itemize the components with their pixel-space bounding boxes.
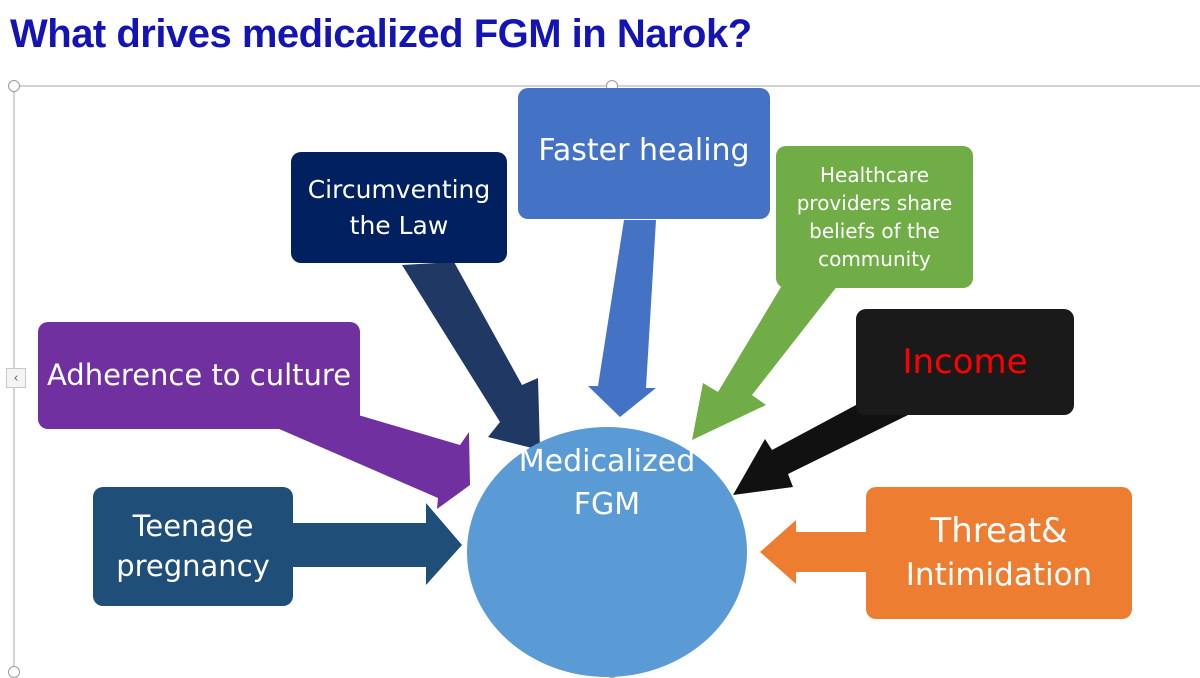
box-healthcare-line3: beliefs of the [809, 219, 940, 243]
center-medicalized-fgm: Medicalized FGM [467, 427, 747, 677]
box-income-label: Income [902, 342, 1028, 382]
resize-handle-bottom-left[interactable] [8, 666, 20, 678]
arrow-teenage [293, 503, 462, 585]
box-healthcare-providers: Healthcare providers share beliefs of th… [776, 146, 973, 288]
arrow-circumventing [402, 262, 540, 450]
center-line1: Medicalized [518, 443, 696, 479]
resize-handle-top-left[interactable] [8, 80, 20, 92]
box-threat-line2: Intimidation [905, 557, 1093, 594]
box-threat-line1: Threat& [930, 511, 1068, 552]
box-circumventing-the-law: Circumventing the Law [291, 152, 507, 263]
arrow-faster-healing [588, 220, 656, 417]
box-circumventing-line2: the Law [349, 210, 449, 240]
box-adherence-label: Adherence to culture [46, 358, 352, 393]
box-healthcare-line1: Healthcare [819, 163, 929, 187]
prev-slide-button[interactable]: ‹ [6, 368, 26, 388]
slide-title: What drives medicalized FGM in Narok? [10, 12, 752, 56]
arrow-income [733, 405, 908, 495]
chevron-left-icon: ‹ [13, 370, 19, 386]
center-line2: FGM [573, 487, 641, 522]
box-faster-healing: Faster healing [518, 88, 770, 219]
box-faster-healing-label: Faster healing [538, 133, 750, 168]
box-healthcare-line4: community [818, 247, 931, 271]
box-adherence-to-culture: Adherence to culture [38, 322, 360, 429]
box-healthcare-line2: providers share [796, 191, 953, 215]
box-teenage-pregnancy: Teenage pregnancy [93, 487, 293, 606]
box-income: Income [856, 309, 1074, 415]
arrow-healthcare [692, 272, 842, 440]
box-teenage-line2: pregnancy [116, 548, 270, 583]
box-circumventing-line1: Circumventing [307, 175, 491, 205]
arrow-threat [760, 520, 868, 584]
box-teenage-line1: Teenage [132, 509, 254, 544]
box-threat-intimidation: Threat& Intimidation [866, 487, 1132, 619]
